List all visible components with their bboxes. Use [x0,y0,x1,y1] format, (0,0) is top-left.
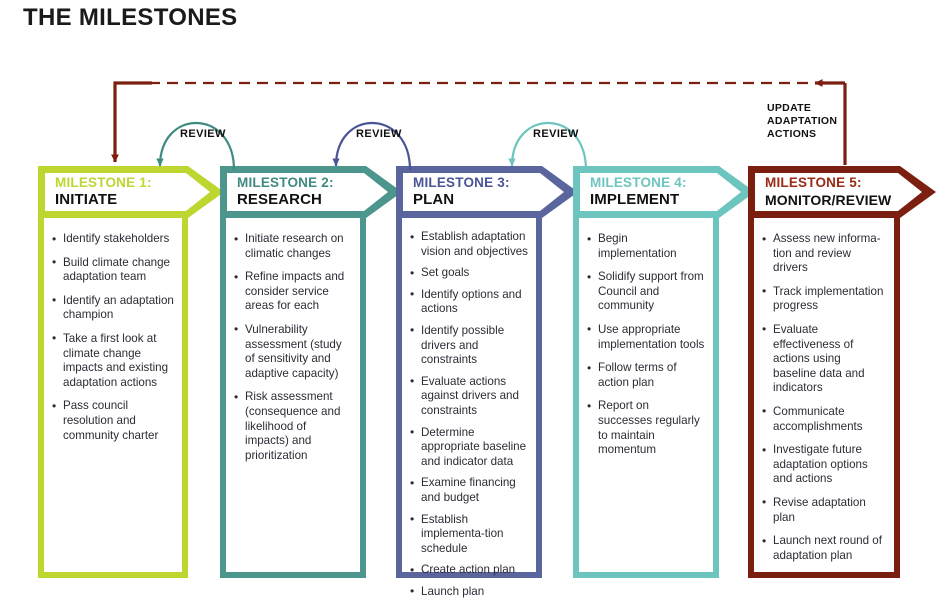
list-item: Follow terms of action plan [587,361,705,390]
list-item: Report on successes regularly to maintai… [587,399,705,457]
milestone-name-1: INITIATE [55,191,118,208]
milestone-column-1[interactable]: MILESTONE 1:INITIATE Identify stakeholder… [38,166,224,578]
milestone-title-block-3: MILESTONE 3:PLAN [403,173,535,211]
list-item: Establish adaptation vision and objectiv… [410,229,528,259]
milestone-column-2[interactable]: MILESTONE 2:RESEARCH Initiate research on… [220,166,402,578]
update-adaptation-actions-label: UPDATE ADAPTATION ACTIONS [767,102,838,140]
milestone-title-block-5: MILESTONE 5: MONITOR/REVIEW [755,173,893,211]
milestone-body-2: Initiate research on climatic changesRef… [220,218,366,578]
list-item: Revise adaptation plan [762,495,886,525]
review-label-3: REVIEW [533,128,579,140]
list-item: Initiate research on climatic changes [234,231,352,261]
milestone-name-4: IMPLEMENT [590,191,680,208]
list-item: Begin implementation [587,231,705,261]
milestone-task-list-2: Initiate research on climatic changesRef… [226,218,360,463]
milestone-title-block-4: MILESTONE 4:IMPLEMENT [580,173,712,211]
milestone-number-2: MILESTONE 2: [237,175,334,190]
milestone-body-1: Identify stakeholdersBuild climate chang… [38,218,188,578]
list-item: Establish implementa-tion schedule [410,512,528,557]
milestone-task-list-5: Assess new informa-tion and review drive… [754,218,894,563]
milestone-body-4: Begin implementationSolidify support fro… [573,218,719,578]
list-item: Identify stakeholders [52,232,174,247]
milestone-column-5[interactable]: MILESTONE 5: MONITOR/REVIEW Assess new inf… [748,166,936,578]
list-item: Investigate future adaptation options an… [762,443,886,487]
list-item: Vulnerability assessment (study of sensi… [234,322,352,381]
list-item: Set goals [410,266,528,281]
milestone-name-5: MONITOR/REVIEW [765,192,892,208]
milestone-header-4: MILESTONE 4:IMPLEMENT [573,166,755,218]
list-item: Evaluate actions against drivers and con… [410,374,528,419]
list-item: Identify possible drivers and constraint… [410,323,528,368]
milestone-body-3: Establish adaptation vision and objectiv… [396,218,542,599]
milestone-task-list-1: Identify stakeholdersBuild climate chang… [44,218,182,443]
milestone-number-1: MILESTONE 1: [55,175,152,190]
milestone-task-list-4: Begin implementationSolidify support fro… [579,218,713,458]
list-item: Pass council resolution and community ch… [52,399,174,443]
list-item: Refine impacts and consider service area… [234,270,352,314]
list-item: Take a first look at climate change impa… [52,331,174,390]
list-item: Use appropriate implementation tools [587,322,705,352]
milestone-header-1: MILESTONE 1:INITIATE [38,166,224,218]
milestone-number-3: MILESTONE 3: [413,175,510,190]
milestone-number-4: MILESTONE 4: [590,175,687,190]
list-item: Identify options and actions [410,287,528,317]
milestone-column-3[interactable]: MILESTONE 3:PLAN Establish adaptation vis… [396,166,578,599]
milestone-name-3: PLAN [413,191,455,208]
page-title: THE MILESTONES [23,4,238,31]
list-item: Examine financing and budget [410,476,528,505]
list-item: Launch plan [410,584,528,600]
milestone-header-5: MILESTONE 5: MONITOR/REVIEW [748,166,936,218]
update-loop-arrow [111,79,847,165]
milestone-title-block-1: MILESTONE 1:INITIATE [45,173,181,211]
milestone-header-2: MILESTONE 2:RESEARCH [220,166,402,218]
review-label-1: REVIEW [180,128,226,140]
milestone-title-block-2: MILESTONE 2:RESEARCH [227,173,359,211]
list-item: Build climate change adaptation team [52,255,174,285]
list-item: Identify an adaptation champion [52,293,174,323]
milestone-column-4[interactable]: MILESTONE 4:IMPLEMENT Begin implementatio… [573,166,755,578]
list-item: Determine appropriate baseline and indic… [410,425,528,470]
milestone-number-5: MILESTONE 5: [765,175,862,190]
review-label-2: REVIEW [356,128,402,140]
milestone-body-5: Assess new informa-tion and review drive… [748,218,900,578]
milestone-name-2: RESEARCH [237,191,322,208]
list-item: Create action plan [410,563,528,578]
milestone-header-3: MILESTONE 3:PLAN [396,166,578,218]
list-item: Risk assessment (consequence and likelih… [234,390,352,463]
list-item: Launch next round of adaptation plan [762,534,886,563]
list-item: Evaluate effectiveness of actions using … [762,322,886,396]
list-item: Assess new informa-tion and review drive… [762,232,886,276]
list-item: Solidify support from Council and commun… [587,270,705,314]
milestone-task-list-3: Establish adaptation vision and objectiv… [402,218,536,599]
list-item: Communicate accomplishments [762,404,886,434]
list-item: Track implementation progress [762,284,886,314]
